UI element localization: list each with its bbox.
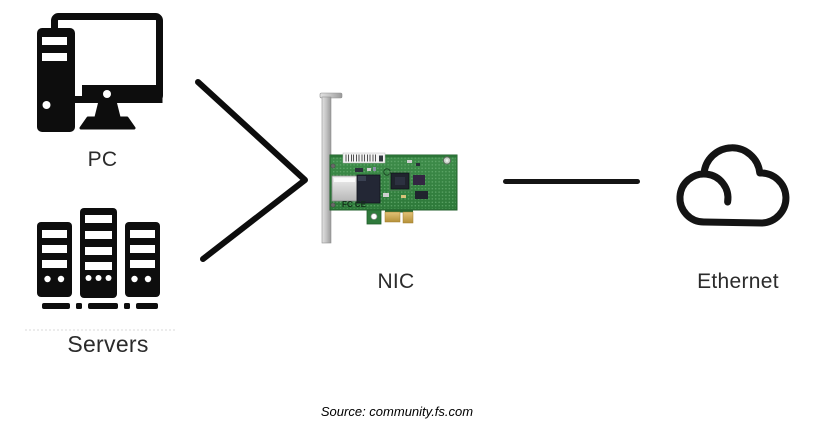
server-rack-icon — [37, 208, 160, 309]
faint-dotted-line — [25, 329, 175, 331]
connector-line — [503, 179, 640, 184]
servers-label: Servers — [67, 331, 149, 357]
nic-label: NIC — [377, 270, 415, 293]
cloud-icon — [676, 144, 790, 227]
desktop-pc-icon — [37, 13, 163, 132]
chevron-arrow-icon — [195, 79, 308, 262]
source-caption: Source: community.fs.com — [320, 404, 474, 419]
nic-card-image: FC CE — [319, 92, 458, 244]
ethernet-label: Ethernet — [697, 270, 779, 293]
pc-label: PC — [87, 148, 118, 171]
nic-board-marks: FC CE — [342, 200, 367, 209]
